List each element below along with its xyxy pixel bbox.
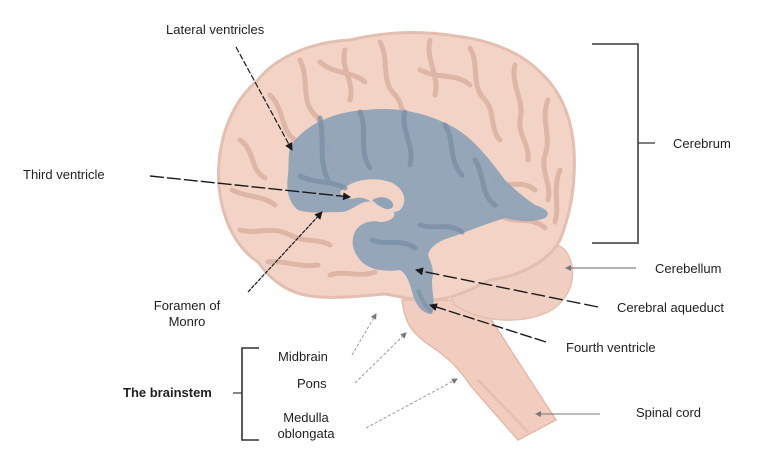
cerebral-aqueduct-leader <box>415 267 599 308</box>
brainstem-bracket <box>233 347 259 441</box>
cerebrum-bracket <box>592 43 655 244</box>
fourth-ventricle-leader <box>429 303 547 343</box>
lateral-ventricles-leader <box>235 46 293 151</box>
label-foramen-of-monro-line1: Foramen of <box>153 298 221 313</box>
brainstem-shape <box>401 299 558 441</box>
label-cerebellum: Cerebellum <box>655 261 722 276</box>
label-medulla-oblongata: Medulla oblongata <box>270 410 342 442</box>
leader-lines <box>149 46 636 429</box>
label-the-brainstem: The brainstem <box>123 385 212 400</box>
foramen-of-monro-leader <box>247 211 323 293</box>
label-medulla-line2: oblongata <box>277 426 335 441</box>
label-cerebrum: Cerebrum <box>673 136 731 151</box>
label-foramen-of-monro: Foramen of Monro <box>145 298 229 330</box>
midbrain-leader <box>351 313 377 356</box>
label-third-ventricle: Third ventricle <box>23 167 105 182</box>
label-pons: Pons <box>297 376 327 391</box>
label-foramen-of-monro-line2: Monro <box>168 314 206 329</box>
label-fourth-ventricle: Fourth ventricle <box>566 340 656 355</box>
label-spinal-cord: Spinal cord <box>636 405 702 420</box>
label-medulla-line1: Medulla <box>283 410 329 425</box>
label-lateral-ventricles: Lateral ventricles <box>166 22 265 37</box>
label-cerebral-aqueduct: Cerebral aqueduct <box>617 300 724 315</box>
label-midbrain: Midbrain <box>278 349 328 364</box>
pons-leader <box>354 332 407 384</box>
medulla-leader <box>365 378 458 429</box>
